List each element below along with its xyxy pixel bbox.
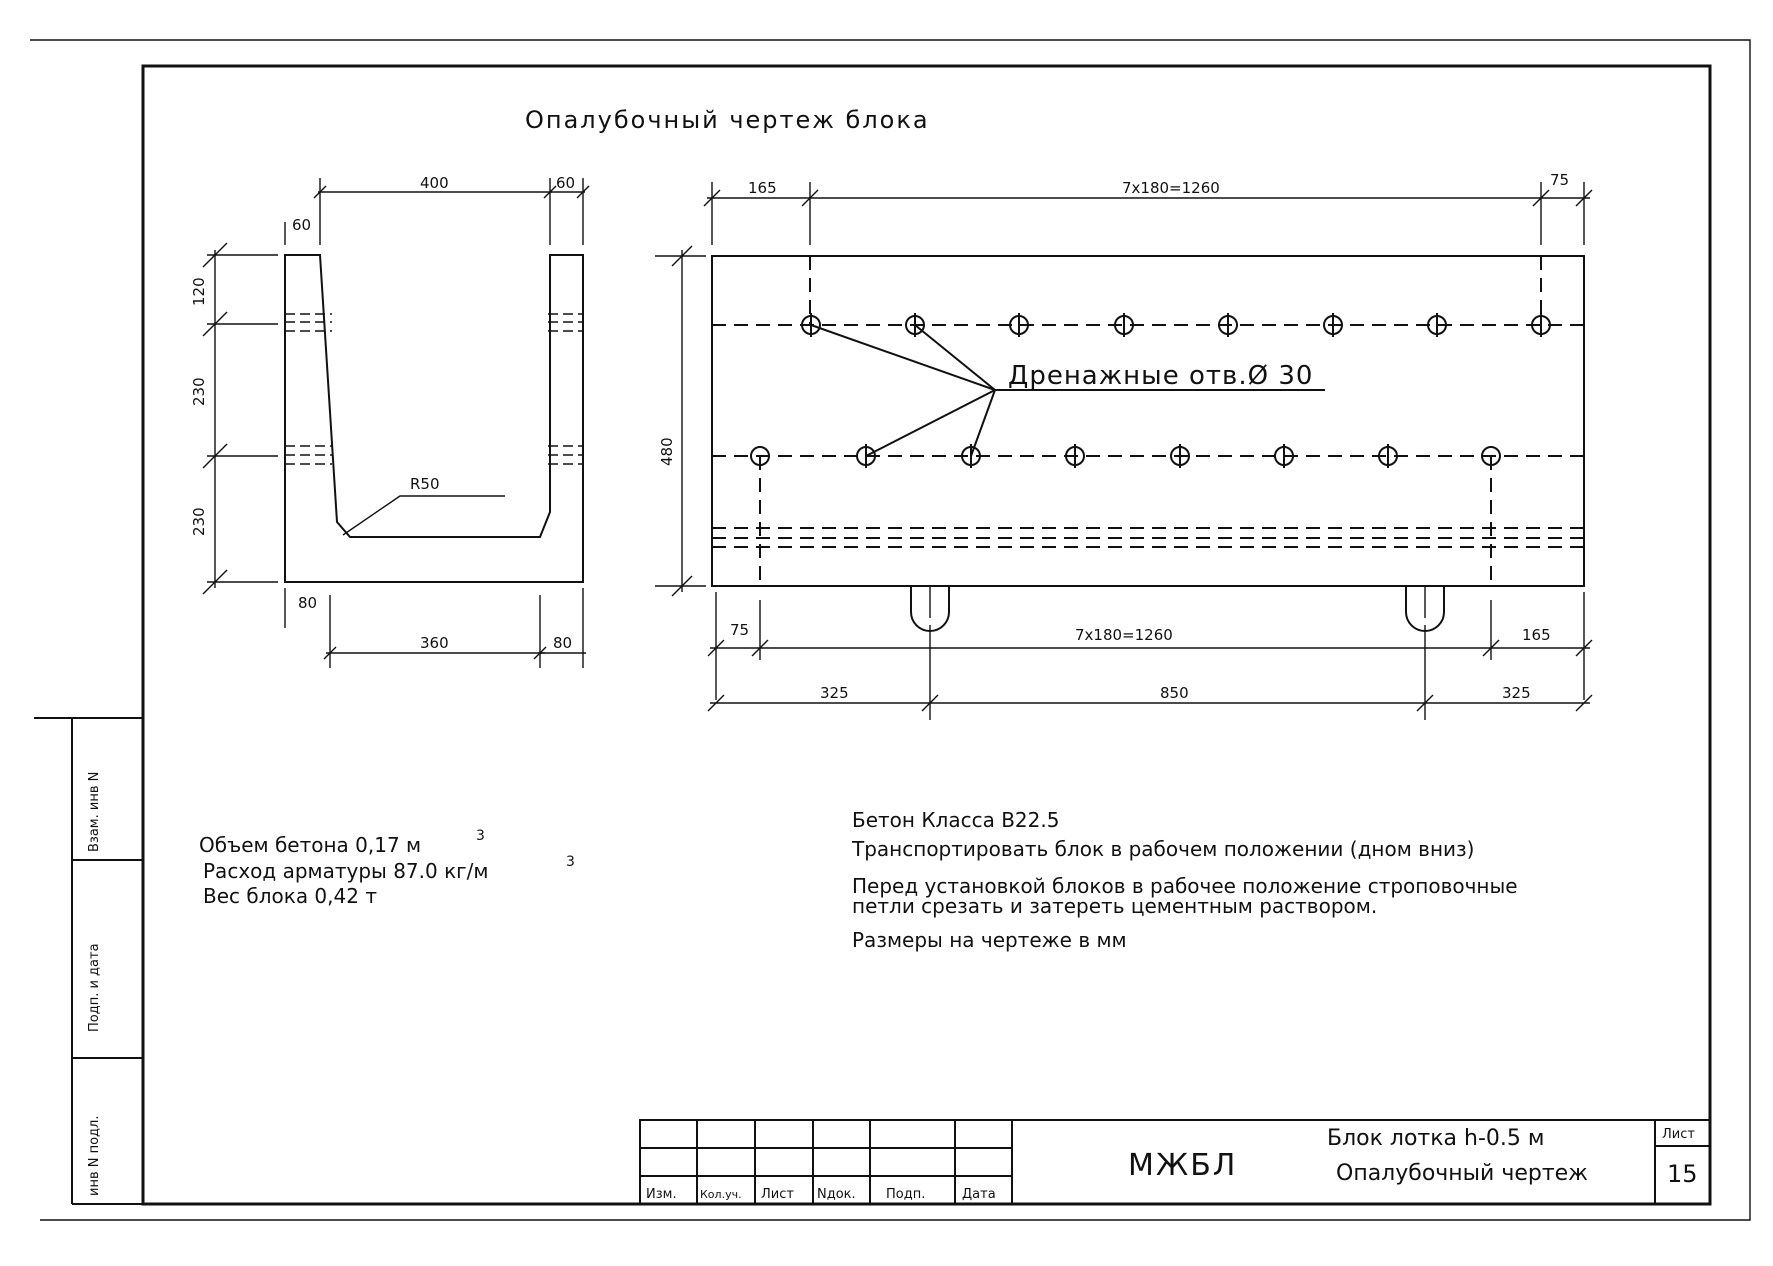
holes-leader-lines (810, 324, 1325, 457)
radius-leader (342, 495, 505, 536)
elevation-mid-left-dim: 75 (730, 621, 749, 639)
elevation-bottom-right-dim: 325 (1502, 684, 1531, 702)
title-block-header-quantity: Кол.уч. (700, 1188, 742, 1201)
cross-section-view: 400 60 60 120 230 230 R50 (190, 174, 590, 668)
elevation-top-left-dim: 165 (748, 179, 777, 197)
note-transport: Транспортировать блок в рабочем положени… (851, 837, 1474, 861)
lifting-loops (910, 586, 1445, 632)
elevation-mid-right-dim: 165 (1522, 626, 1551, 644)
title-block-name-2: Опалубочный чертеж (1336, 1161, 1588, 1186)
section-top-left-wall-dim: 60 (292, 216, 311, 234)
note-installation-2: петли срезать и затереть цементным раств… (852, 894, 1377, 918)
elevation-bottom-dims (707, 625, 1593, 720)
stamp-original-inventory: инв N подл. (87, 1116, 102, 1196)
title-block-code: МЖБЛ (1128, 1148, 1237, 1183)
section-top-dims (284, 178, 590, 245)
elevation-mid-dims (707, 592, 1593, 700)
radius-label: R50 (410, 475, 440, 493)
drain-hole (1481, 446, 1501, 466)
stamp-replacement-inventory: Взам. инв N (87, 772, 102, 852)
elevation-mid-middle-dim: 7x180=1260 (1075, 626, 1173, 644)
side-stamp (34, 717, 143, 1205)
section-bottom-dims (284, 588, 586, 668)
spec-concrete-volume: Объем бетона 0,17 м (199, 833, 421, 857)
section-bottom-inner-dim: 360 (420, 634, 449, 652)
section-bottom-left-dim: 80 (298, 594, 317, 612)
title-block-header-date: Дата (962, 1187, 996, 1202)
title-block-header-sheet: Лист (761, 1187, 794, 1202)
section-height-dim-1: 120 (190, 277, 208, 306)
elevation-height-label: 480 (658, 437, 676, 466)
title-block-header-change: Изм. (646, 1187, 677, 1202)
material-specs: Объем бетона 0,17 м 3 Расход арматуры 87… (199, 828, 575, 908)
title-block-sheet-number: 15 (1667, 1160, 1698, 1188)
section-height-dim-2: 230 (190, 377, 208, 406)
drain-hole (1065, 444, 1085, 468)
spec-weight: Вес блока 0,42 т (203, 884, 377, 908)
elevation-top-middle-dim: 7x180=1260 (1122, 179, 1220, 197)
elevation-outline (711, 255, 1585, 587)
drain-hole (1427, 313, 1447, 337)
section-outline (284, 254, 584, 583)
elevation-top-dims (703, 182, 1593, 245)
spec-reinforcement-sup: 3 (566, 854, 575, 870)
drain-hole (1218, 313, 1238, 337)
spec-concrete-volume-sup: 3 (476, 828, 485, 844)
section-hole-lines (285, 313, 583, 465)
note-installation-1: Перед установкой блоков в рабочее положе… (852, 874, 1518, 898)
drain-hole (1531, 313, 1551, 337)
spec-reinforcement: Расход арматуры 87.0 кг/м (203, 859, 489, 883)
general-notes: Бетон Класса В22.5 Транспортировать блок… (851, 808, 1518, 952)
drain-hole (1274, 444, 1294, 468)
title-block-header-doc: Nдок. (817, 1187, 856, 1202)
drain-hole (1378, 444, 1398, 468)
note-dimensions: Размеры на чертеже в мм (852, 928, 1127, 952)
title-block-name-1: Блок лотка h-0.5 м (1327, 1126, 1544, 1151)
section-top-inner-dim: 400 (420, 174, 449, 192)
section-height-dim-3: 230 (190, 507, 208, 536)
drain-hole (1114, 313, 1134, 337)
title-block-header-signature: Подп. (886, 1187, 925, 1202)
title-block (639, 1119, 1711, 1205)
stamp-signature-date: Подп. и дата (87, 943, 102, 1032)
drainage-holes (750, 313, 1551, 468)
drain-hole (1009, 313, 1029, 337)
drain-hole (1323, 313, 1343, 337)
section-bottom-right-dim: 80 (553, 634, 572, 652)
drain-hole (750, 446, 770, 466)
title-block-sheet-label: Лист (1662, 1127, 1695, 1142)
elevation-bottom-left-dim: 325 (820, 684, 849, 702)
drainage-holes-label: Дренажные отв.Ø 30 (1008, 361, 1313, 391)
elevation-top-right-dim: 75 (1550, 171, 1569, 189)
section-height-dims (202, 242, 278, 595)
sheet-frame (30, 39, 1751, 1221)
elevation-view: Дренажные отв.Ø 30 165 7x180=1260 75 (655, 171, 1593, 720)
drawing-title: Опалубочный чертеж блока (525, 106, 930, 134)
elevation-bottom-middle-dim: 850 (1160, 684, 1189, 702)
elevation-height-dim (655, 245, 706, 597)
section-top-right-wall-dim: 60 (556, 174, 575, 192)
note-concrete-class: Бетон Класса В22.5 (852, 808, 1059, 832)
drain-hole (1170, 444, 1190, 468)
